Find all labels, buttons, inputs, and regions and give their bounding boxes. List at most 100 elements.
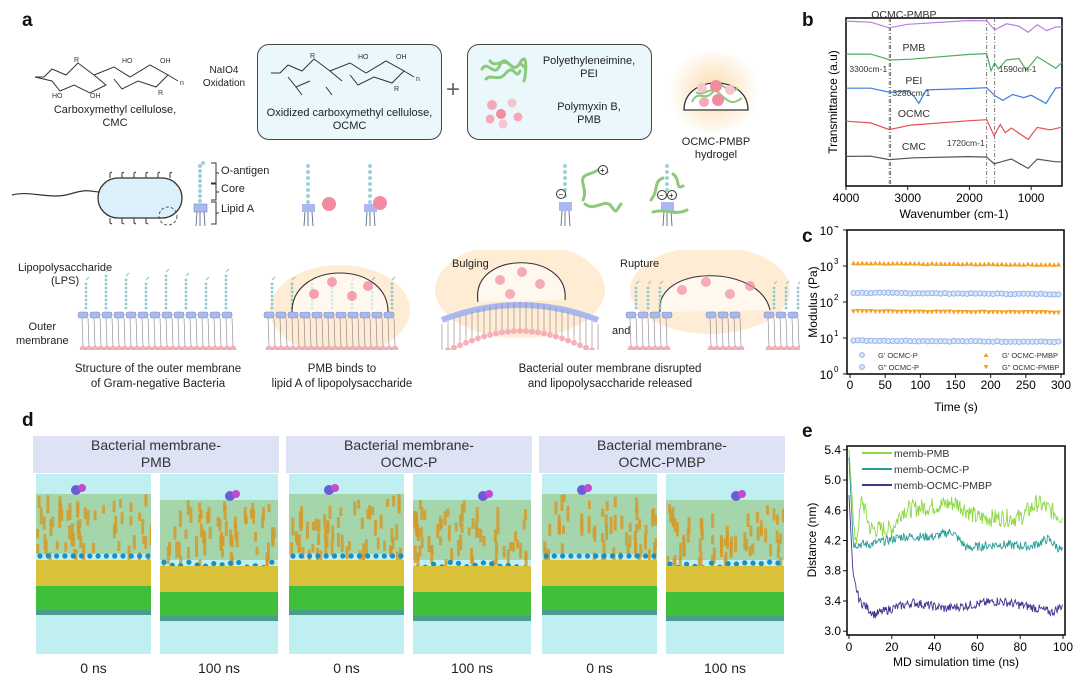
data-point bbox=[890, 260, 896, 266]
data-point bbox=[938, 261, 944, 266]
phospholipid-head bbox=[151, 345, 159, 350]
lps-chain-atoms bbox=[390, 528, 394, 543]
lps-chain-atoms bbox=[379, 514, 383, 529]
lps-chain bbox=[144, 302, 148, 306]
lps-chain bbox=[84, 298, 88, 302]
data-point bbox=[903, 309, 909, 315]
phospholipid-head bbox=[121, 345, 129, 350]
phospholipid-head bbox=[795, 345, 800, 350]
lps-chain bbox=[390, 298, 394, 302]
phospholipid-head bbox=[91, 345, 99, 350]
lps-chain-atoms bbox=[138, 512, 142, 522]
lipid-tail bbox=[273, 317, 276, 347]
phosphate-atom bbox=[137, 553, 143, 559]
lps-chain-atoms bbox=[725, 531, 729, 549]
lps-chain bbox=[658, 290, 662, 294]
lps-chain-atoms bbox=[168, 541, 172, 556]
lps-chain-atoms bbox=[326, 520, 330, 535]
phosphate-atom bbox=[758, 561, 764, 567]
phospholipid-head bbox=[457, 342, 463, 349]
x-tick-label: 200 bbox=[981, 378, 1001, 392]
lps-chain bbox=[390, 282, 394, 286]
x-tick-label: 300 bbox=[1051, 378, 1071, 392]
svg-text:HO: HO bbox=[122, 58, 133, 65]
lps-chain bbox=[658, 298, 662, 302]
phospholipid-head bbox=[211, 345, 219, 350]
pmb-label-line1: Polymyxin B, bbox=[557, 101, 621, 113]
phospholipid-head bbox=[295, 345, 303, 350]
data-point bbox=[999, 310, 1005, 315]
inner-leaflet-layer bbox=[666, 592, 784, 616]
phospholipid-head bbox=[373, 345, 381, 350]
inner-leaflet-layer bbox=[160, 592, 278, 616]
phospholipid-head bbox=[325, 345, 333, 350]
lps-chain-atoms bbox=[653, 546, 657, 560]
lps-chain-atoms bbox=[729, 543, 733, 559]
lps-chain bbox=[224, 290, 228, 294]
lps-chain-atoms bbox=[199, 523, 203, 538]
legend-label: memb-OCMC-PMBP bbox=[894, 480, 992, 492]
phosphate-atom bbox=[290, 553, 296, 559]
cmc-caption-line1: Carboxymethyl cellulose, bbox=[53, 104, 177, 116]
svg-text:+: + bbox=[600, 166, 605, 175]
svg-text:R: R bbox=[394, 86, 399, 93]
data-point bbox=[994, 310, 1001, 315]
phosphate-atom bbox=[62, 553, 68, 559]
lps-chain-atoms bbox=[413, 510, 417, 527]
lps-chain bbox=[784, 298, 788, 302]
data-point bbox=[955, 309, 961, 315]
phospholipid-head bbox=[445, 347, 451, 350]
lps-chain-atoms bbox=[74, 549, 78, 562]
pei-polymer-icon bbox=[480, 57, 528, 83]
lipid-tail bbox=[117, 317, 120, 347]
data-point bbox=[885, 260, 892, 266]
phospholipid-head bbox=[783, 345, 791, 350]
lps-branch bbox=[185, 272, 190, 277]
lps-chain bbox=[104, 302, 108, 306]
phospholipid-head bbox=[707, 345, 715, 350]
lps-chain-atoms bbox=[654, 514, 657, 526]
data-point bbox=[881, 261, 887, 266]
phospholipid-head bbox=[205, 345, 213, 350]
lipid-tail bbox=[141, 317, 144, 347]
lipid-tail bbox=[339, 317, 342, 347]
wavenumber-annotation: 3280cm-1 bbox=[892, 88, 930, 98]
lps-chain-atoms bbox=[609, 516, 613, 535]
ftir-series-line bbox=[845, 155, 1062, 170]
lps-chain-atoms bbox=[345, 546, 349, 560]
lipid-tail bbox=[351, 317, 354, 347]
phospholipid-head bbox=[193, 345, 201, 350]
phosphate-atom bbox=[70, 553, 76, 559]
lps-chain-atoms bbox=[711, 513, 715, 528]
lps-chain bbox=[796, 290, 800, 294]
data-point bbox=[916, 260, 922, 266]
md-group-title-line2: PMB bbox=[140, 454, 172, 470]
lps-chain bbox=[184, 306, 188, 310]
oxidation-label: NaIO4 Oxidation bbox=[196, 64, 252, 90]
lps-chain bbox=[646, 298, 650, 302]
lps-chain-atoms bbox=[149, 525, 151, 537]
lipid-a-head bbox=[101, 311, 113, 319]
lps-chain bbox=[164, 302, 168, 306]
pmb-particle bbox=[347, 291, 357, 301]
phospholipid-head bbox=[349, 345, 357, 350]
lps-chain bbox=[224, 282, 228, 286]
pmb-particle bbox=[517, 267, 527, 277]
phospholipid-head bbox=[487, 331, 493, 338]
data-point bbox=[1025, 309, 1031, 315]
lps-chain-atoms bbox=[202, 529, 206, 544]
lps-chain bbox=[124, 286, 128, 290]
headgroup-layer bbox=[36, 610, 151, 615]
lps-chain-atoms bbox=[46, 495, 50, 514]
lps-chain bbox=[658, 306, 662, 310]
lps-chain-atoms bbox=[144, 536, 148, 549]
phosphate-atom bbox=[54, 553, 60, 559]
caption-pmb-binds: PMB binds to lipid A of lipopolysacchari… bbox=[262, 362, 422, 392]
lps-chain-atoms bbox=[419, 527, 423, 538]
phosphate-atom bbox=[489, 561, 495, 567]
cmc-caption-line2: CMC bbox=[102, 117, 128, 129]
phosphate-atom bbox=[45, 553, 51, 559]
data-point bbox=[907, 260, 913, 266]
lps-chain-atoms bbox=[496, 523, 500, 535]
hydrogel-caption-line1: OCMC-PMBP bbox=[681, 136, 751, 148]
